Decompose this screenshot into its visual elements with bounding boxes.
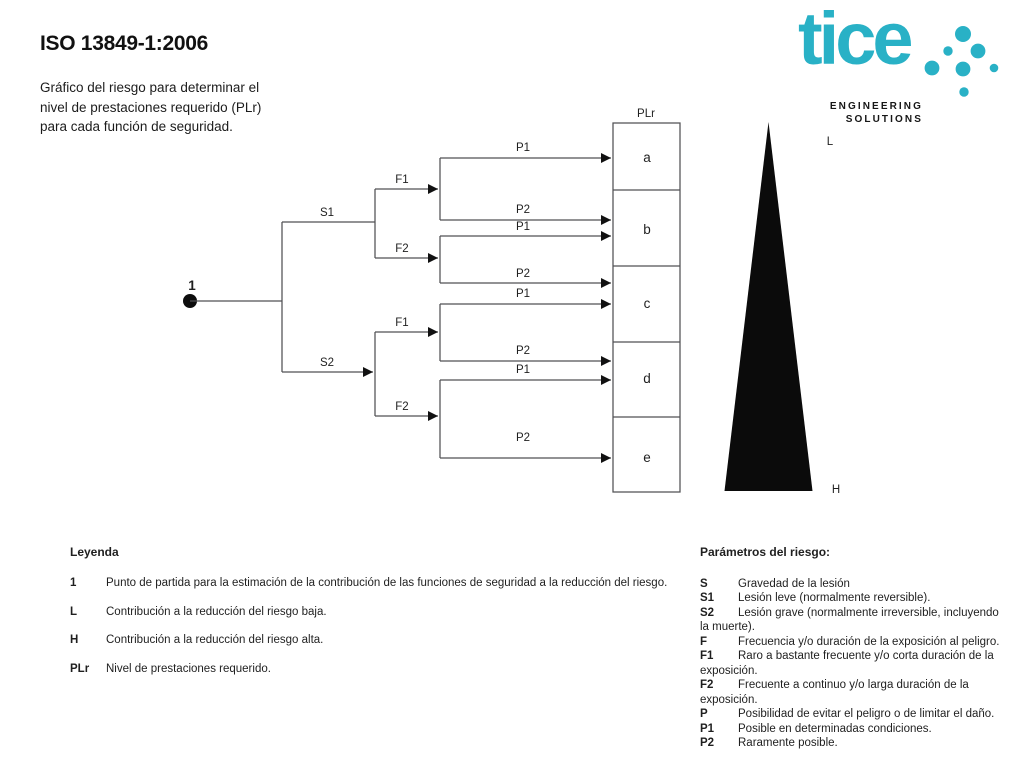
f2-branch-label: F2 xyxy=(395,401,408,413)
legend-item: PLr Nivel de prestaciones requerido. xyxy=(70,663,700,675)
param-text: Posible en determinadas condiciones. xyxy=(738,722,932,735)
f2-branch-label: F2 xyxy=(395,243,408,255)
p1-branch-label: P1 xyxy=(516,364,530,376)
legend-section: Leyenda 1 Punto de partida para la estim… xyxy=(70,545,700,691)
legend-text: Nivel de prestaciones requerido. xyxy=(106,662,271,675)
legend-item: 1 Punto de partida para la estimación de… xyxy=(70,577,700,589)
param-item: F Frecuencia y/o duración de la exposició… xyxy=(700,635,1007,650)
legend-term: L xyxy=(70,605,78,618)
p1-branch-label: P1 xyxy=(516,221,530,233)
logo-tagline-line: SOLUTIONS xyxy=(845,114,923,125)
s2-branch-label: S2 xyxy=(320,357,334,369)
plr-level-c: c xyxy=(644,296,651,311)
param-text: Frecuencia y/o duración de la exposición… xyxy=(738,635,1000,648)
plr-dividers xyxy=(613,189,680,418)
risk-parameters-heading: Parámetros del riesgo: xyxy=(700,545,831,559)
param-text: Lesión grave (normalmente irreversible, … xyxy=(700,606,999,634)
risk-triangle xyxy=(724,122,813,491)
plr-level-b: b xyxy=(643,222,651,237)
start-label: 1 xyxy=(188,278,196,293)
legend-text: Contribución a la reducción del riesgo b… xyxy=(106,605,327,618)
legend-heading: Leyenda xyxy=(70,545,119,559)
risk-parameters-section: Parámetros del riesgo: S Gravedad de la l… xyxy=(700,545,1007,751)
plr-level-d: d xyxy=(643,371,651,386)
plr-column xyxy=(612,122,681,493)
plr-column-header: PLr xyxy=(637,108,655,120)
tree-wires xyxy=(190,158,441,458)
param-text: Frecuente a continuo y/o larga duración … xyxy=(700,679,969,706)
param-term: P1 xyxy=(700,722,715,735)
param-text: Posibilidad de evitar el peligro o de li… xyxy=(738,708,995,720)
f1-branch-label: F1 xyxy=(395,317,408,329)
param-item: S Gravedad de la lesión xyxy=(700,577,1007,592)
legend-term: PLr xyxy=(70,662,90,675)
logo-tagline: ENGINEERING SOLUTIONS xyxy=(790,100,923,126)
low-risk-label: L xyxy=(827,136,834,148)
legend-term: 1 xyxy=(70,577,77,589)
legend-item: H Contribución a la reducción del riesgo… xyxy=(70,634,700,646)
param-term: P2 xyxy=(700,737,715,749)
legend-term: H xyxy=(70,634,79,646)
param-text: Raro a bastante frecuente y/o corta dura… xyxy=(700,650,994,677)
s1-branch-label: S1 xyxy=(320,207,334,219)
logo-tagline-line: ENGINEERING xyxy=(829,101,923,112)
p2-branch-label: P2 xyxy=(516,204,530,216)
logo-dots-icon xyxy=(924,26,999,97)
param-term: F2 xyxy=(700,679,714,691)
param-term: P xyxy=(700,708,708,720)
title-block: ISO 13849-1:2006 Gráfico del riesgo para… xyxy=(40,32,380,137)
param-term: F xyxy=(700,635,708,648)
param-text: Gravedad de la lesión xyxy=(738,577,850,590)
p2-branch-label: P2 xyxy=(516,432,530,444)
high-risk-label: H xyxy=(832,484,840,496)
p2-branch-label: P2 xyxy=(516,345,530,357)
plr-level-e: e xyxy=(643,450,651,465)
param-item: P2 Raramente posible. xyxy=(700,736,1007,751)
param-term: S1 xyxy=(700,592,715,604)
param-item: P1 Posible en determinadas condiciones. xyxy=(700,722,1007,737)
subtitle-line: nivel de prestaciones requerido (PLr) xyxy=(40,99,262,115)
param-term: S2 xyxy=(700,606,715,619)
legend-item: L Contribución a la reducción del riesgo… xyxy=(70,606,700,618)
param-term: S xyxy=(700,577,708,590)
logo-wordmark: tice xyxy=(798,0,913,80)
param-text: Raramente posible. xyxy=(738,737,838,749)
legend-text: Contribución a la reducción del riesgo a… xyxy=(106,634,324,646)
param-item: S1 Lesión leve (normalmente reversible). xyxy=(700,591,1007,606)
param-item: P Posibilidad de evitar el peligro o de l… xyxy=(700,707,1007,722)
risk-graph-diagram: 1 S1 S2 F1 F2 F1 F2 P1 P2 P1 P2 P1 P2 P1… xyxy=(183,108,840,496)
page-title: ISO 13849-1:2006 xyxy=(40,32,208,55)
page-subtitle: Gráfico del riesgo para determinar el ni… xyxy=(40,78,380,137)
param-term: F1 xyxy=(700,650,714,662)
p2-branch-label: P2 xyxy=(516,268,530,280)
subtitle-line: Gráfico del riesgo para determinar el xyxy=(40,80,260,95)
tice-logo: tice ENGINEERING SOLUTIONS xyxy=(790,0,1020,132)
legend-text: Punto de partida para la estimación de l… xyxy=(106,577,668,589)
plr-level-a: a xyxy=(643,150,651,165)
f1-branch-label: F1 xyxy=(395,174,408,186)
p1-branch-label: P1 xyxy=(516,288,530,300)
param-text: Lesión leve (normalmente reversible). xyxy=(738,592,931,604)
p1-branch-label: P1 xyxy=(516,142,530,154)
subtitle-line: para cada función de seguridad. xyxy=(40,119,233,134)
